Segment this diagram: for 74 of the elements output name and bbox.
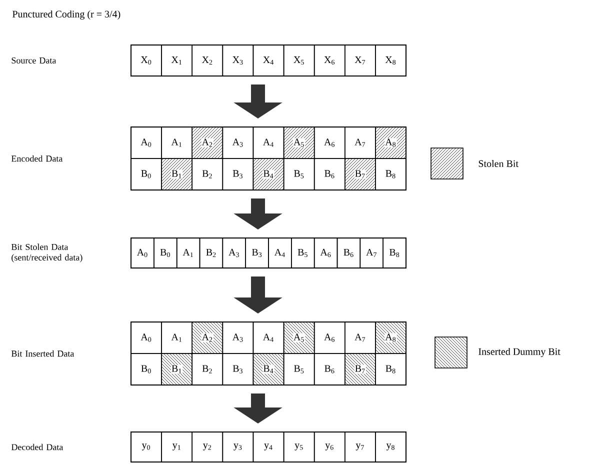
data-cell: B$_{3}$ [222,158,254,190]
data-cell: X$_{1}$ [161,44,193,76]
data-cell: A$_{6}$ [314,238,338,268]
data-cell: A$_{7}$ [344,322,376,354]
row-label: Bit Inserted Data [11,350,74,357]
hatched-cell: B$_{7}$ [344,158,376,190]
data-cell: y$_{0}$ [130,432,162,462]
hatched-cell: A$_{2}$ [192,126,224,159]
hatched-cell: B$_{1}$ [161,158,193,190]
data-cell: A$_{3}$ [222,238,246,268]
row-label: Bit Stolen Data (sent/received data) [11,244,82,262]
data-cell: A$_{4}$ [252,322,284,354]
data-cell: B$_{0}$ [130,353,162,386]
data-cell: B$_{6}$ [314,158,346,190]
hatched-cell: A$_{8}$ [375,126,406,159]
data-cell: X$_{4}$ [252,44,284,76]
data-cell: A$_{1}$ [176,238,200,268]
data-cell: X$_{0}$ [130,44,162,76]
data-cell: B$_{8}$ [382,238,406,268]
data-cell: y$_{8}$ [375,432,406,462]
data-cell: B$_{0}$ [130,158,162,190]
data-cell: X$_{7}$ [344,44,376,76]
data-cell: B$_{0}$ [154,238,178,268]
data-cell: A$_{0}$ [130,238,154,268]
title: Punctured Coding (r = 3/4) [12,10,120,20]
data-cell: y$_{4}$ [252,432,284,462]
data-cell: B$_{2}$ [192,353,224,386]
hatched-cell: B$_{7}$ [344,353,376,386]
data-cell: B$_{5}$ [283,158,315,190]
data-cell: B$_{2}$ [199,238,224,268]
row-label: Decoded Data [11,444,64,450]
data-cell: B$_{6}$ [336,238,361,268]
data-cell: y$_{1}$ [161,432,193,462]
hatched-cell: B$_{1}$ [161,353,193,386]
data-cell: A$_{0}$ [130,126,162,159]
hatched-cell: B$_{4}$ [252,353,284,386]
data-cell: A$_{3}$ [222,126,254,159]
legend-label: Inserted Dummy Bit [478,348,560,358]
data-cell: X$_{2}$ [192,44,224,76]
data-cell: A$_{6}$ [314,322,346,354]
legend-label: Stolen Bit [478,160,518,168]
data-cell: X$_{8}$ [375,44,406,76]
hatched-cell: A$_{5}$ [283,126,315,159]
row-label: Encoded Data [11,155,63,162]
data-cell: y$_{5}$ [283,432,315,462]
data-cell: B$_{8}$ [375,158,406,190]
data-cell: y$_{2}$ [192,432,224,462]
data-cell: B$_{6}$ [314,353,346,386]
hatched-cell: A$_{5}$ [283,322,315,354]
data-cell: y$_{6}$ [314,432,346,462]
hatched-cell: B$_{4}$ [252,158,284,190]
data-cell: A$_{7}$ [344,126,376,159]
row-label: Source Data [12,57,56,64]
data-cell: X$_{3}$ [222,44,254,76]
data-cell: B$_{5}$ [291,238,315,268]
data-cell: y$_{3}$ [222,432,254,462]
data-cell: A$_{4}$ [252,126,284,159]
data-cell: B$_{3}$ [222,353,254,386]
data-cell: A$_{1}$ [161,322,193,354]
data-cell: B$_{5}$ [283,353,315,386]
hatched-cell: A$_{2}$ [192,322,224,354]
data-cell: A$_{3}$ [222,322,254,354]
data-cell: B$_{8}$ [375,353,406,386]
data-cell: X$_{5}$ [283,44,315,76]
hatched-cell: A$_{8}$ [375,322,406,354]
data-cell: B$_{2}$ [192,158,224,190]
data-cell: A$_{6}$ [314,126,346,159]
data-cell: A$_{4}$ [268,238,292,268]
data-cell: B$_{3}$ [245,238,269,268]
data-cell: X$_{6}$ [314,44,346,76]
data-cell: A$_{7}$ [360,238,384,268]
data-cell: A$_{0}$ [130,322,162,354]
data-cell: A$_{1}$ [161,126,193,159]
data-cell: y$_{7}$ [344,432,376,462]
